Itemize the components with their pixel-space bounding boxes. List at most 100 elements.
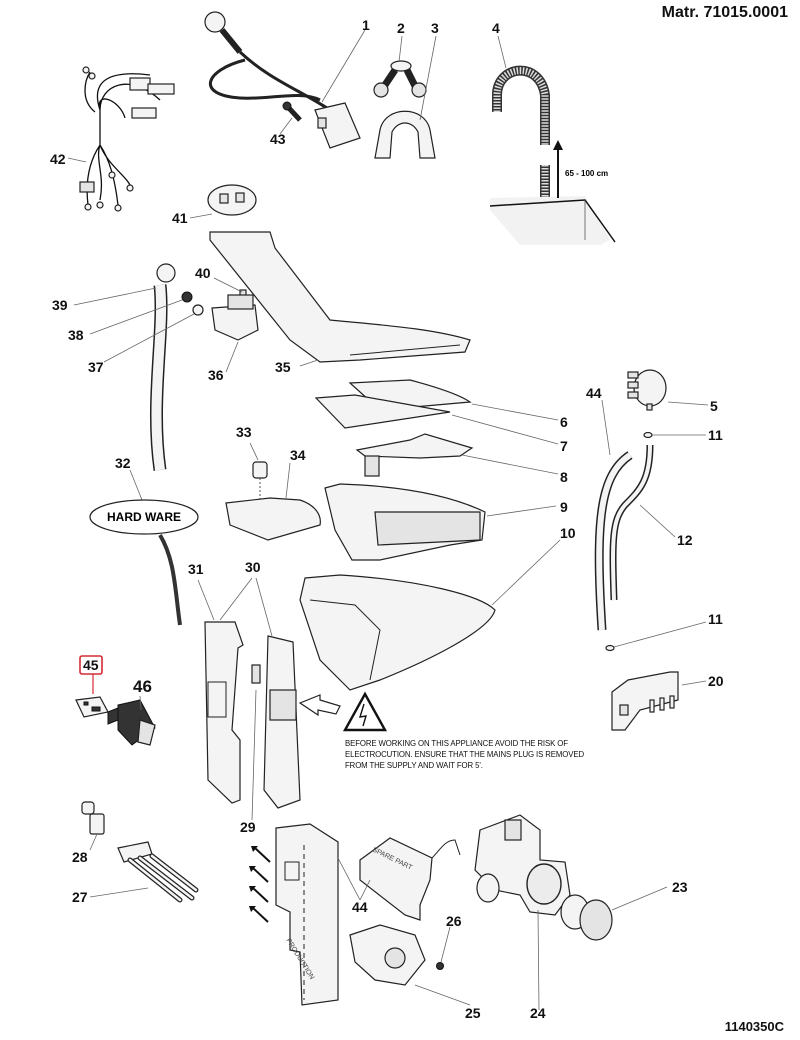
- leader-42: [67, 157, 87, 163]
- leader-1: [321, 29, 366, 103]
- part-label-10[interactable]: 10: [560, 525, 576, 541]
- part-label-11b[interactable]: 11: [708, 611, 723, 627]
- part-label-37[interactable]: 37: [88, 359, 104, 375]
- inlet-hose-part[interactable]: [150, 263, 176, 471]
- drain-motor-part[interactable]: [349, 924, 426, 986]
- part-label-41[interactable]: 41: [172, 210, 188, 226]
- part-label-42[interactable]: 42: [50, 151, 66, 167]
- leader-38: [89, 299, 183, 335]
- motor-screw-part[interactable]: [436, 962, 444, 970]
- leader-28: [89, 833, 98, 851]
- power-cord-part[interactable]: [204, 11, 361, 149]
- part-label-26[interactable]: 26: [446, 913, 462, 929]
- part-label-44a[interactable]: 44: [586, 385, 602, 401]
- part-label-32[interactable]: 32: [115, 455, 131, 471]
- leader-33: [249, 442, 259, 461]
- part-label-45[interactable]: 45: [83, 657, 99, 673]
- leader-20: [681, 680, 707, 686]
- part-label-3[interactable]: 3: [431, 20, 439, 36]
- part-label-43[interactable]: 43: [270, 131, 286, 147]
- leader-46: [139, 695, 142, 711]
- leader-7: [451, 414, 559, 445]
- pressure-switch-part[interactable]: [627, 369, 667, 411]
- spare-part-packaging-part[interactable]: [359, 837, 461, 921]
- material-code: Matr. 71015.0001: [661, 4, 788, 21]
- part-label-25[interactable]: 25: [465, 1005, 481, 1021]
- part-label-30[interactable]: 30: [245, 559, 261, 575]
- heating-element-part[interactable]: [117, 841, 199, 903]
- electronic-board-part[interactable]: [263, 635, 301, 809]
- part-label-44b[interactable]: 44: [352, 899, 368, 915]
- part-label-34[interactable]: 34: [290, 447, 306, 463]
- hose-guide-part[interactable]: [374, 110, 436, 159]
- pump-filter-part[interactable]: [560, 894, 613, 941]
- part-label-36[interactable]: 36: [208, 367, 224, 383]
- filter-part[interactable]: [181, 291, 193, 303]
- dispenser-cover-part[interactable]: [209, 231, 471, 363]
- tray-part[interactable]: [225, 497, 321, 541]
- grommet-part[interactable]: [207, 184, 257, 216]
- part-label-38[interactable]: 38: [68, 327, 84, 343]
- hardware-bubble[interactable]: [89, 499, 199, 535]
- drain-hose-part[interactable]: [489, 65, 616, 245]
- part-label-40[interactable]: 40: [195, 265, 211, 281]
- part-label-9[interactable]: 9: [560, 499, 568, 515]
- production-packaging-part[interactable]: [275, 823, 339, 1006]
- ntc-sensor-part[interactable]: [81, 801, 105, 835]
- leader-27: [89, 887, 149, 898]
- leader-5: [667, 401, 709, 406]
- part-label-6[interactable]: 6: [560, 414, 568, 430]
- o-ring-part[interactable]: [643, 431, 653, 439]
- washer-part[interactable]: [192, 304, 204, 316]
- detergent-drawer-part[interactable]: [324, 483, 486, 561]
- part-label-27[interactable]: 27: [72, 889, 88, 905]
- part-label-8[interactable]: 8: [560, 469, 568, 485]
- ribbon-cable-part[interactable]: [158, 533, 182, 626]
- part-label-24[interactable]: 24: [530, 1005, 546, 1021]
- insert-direction-arrow: [298, 694, 341, 717]
- part-label-23[interactable]: 23: [672, 879, 688, 895]
- solenoid-valve-part[interactable]: [211, 289, 259, 341]
- leader-32: [129, 469, 143, 501]
- part-label-46[interactable]: 46: [133, 677, 152, 696]
- part-label-39[interactable]: 39: [52, 297, 68, 313]
- filter-capacitor-part[interactable]: [107, 699, 156, 746]
- leader-31: [197, 579, 215, 621]
- leader-30a: [219, 577, 253, 621]
- part-label-11a[interactable]: 11: [708, 427, 723, 443]
- part-label-31[interactable]: 31: [188, 561, 204, 577]
- part-label-1[interactable]: 1: [362, 17, 370, 33]
- part-label-4[interactable]: 4: [492, 20, 500, 36]
- leader-3: [419, 35, 437, 121]
- part-label-33[interactable]: 33: [236, 424, 252, 440]
- door-lock-part[interactable]: [611, 671, 679, 731]
- leader-43: [279, 117, 293, 135]
- cap-part[interactable]: [252, 461, 268, 479]
- part-label-28[interactable]: 28: [72, 849, 88, 865]
- leader-9: [486, 505, 557, 517]
- part-label-12[interactable]: 12: [677, 532, 693, 548]
- part-label-5[interactable]: 5: [710, 398, 718, 414]
- siphon-part[interactable]: [355, 433, 474, 477]
- y-connector-part[interactable]: [373, 60, 427, 98]
- wiring-harness-part[interactable]: [79, 66, 175, 212]
- leader-37: [103, 313, 195, 363]
- part-label-35[interactable]: 35: [275, 359, 291, 375]
- leader-29: [251, 689, 257, 821]
- part-label-7[interactable]: 7: [560, 438, 568, 454]
- dispenser-housing-part[interactable]: [299, 574, 496, 691]
- part-label-20[interactable]: 20: [708, 673, 724, 689]
- flat-plate-part[interactable]: [314, 394, 451, 429]
- part-label-29[interactable]: 29: [240, 819, 256, 835]
- o-ring-part[interactable]: [605, 644, 615, 652]
- height-arrow: [553, 140, 563, 198]
- leader-8: [461, 454, 559, 475]
- drain-pump-part[interactable]: [474, 814, 571, 916]
- screw-part[interactable]: [282, 101, 302, 122]
- board-cover-part[interactable]: [204, 621, 244, 804]
- part-label-2[interactable]: 2: [397, 20, 405, 36]
- highlighted-part-frame: [79, 655, 103, 675]
- leader-4: [497, 35, 507, 69]
- connector-part-45[interactable]: [75, 696, 109, 718]
